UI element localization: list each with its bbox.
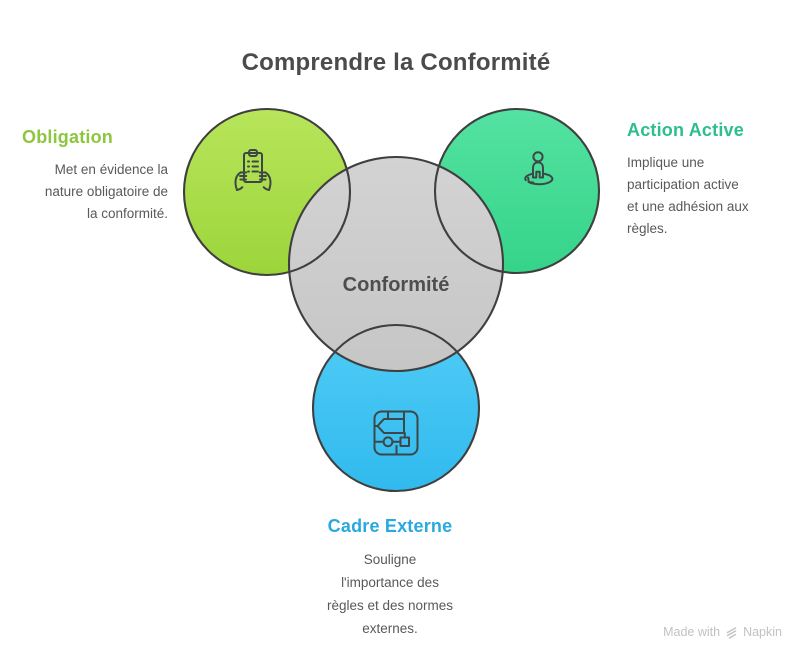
watermark-prefix: Made with [663, 625, 721, 639]
circle-conformite-center [289, 157, 503, 371]
napkin-logo-icon [726, 627, 737, 639]
cadre-externe-description: Souligne l'importance des règles et des … [326, 552, 454, 636]
cadre-externe-heading: Cadre Externe [327, 516, 453, 536]
circle-cadre-externe [313, 325, 479, 491]
action-active-description: Implique une participation active et une… [627, 155, 749, 236]
section-obligation: Obligation Met en évidence la nature obl… [22, 127, 168, 225]
action-active-heading: Action Active [627, 120, 744, 140]
page-title: Comprendre la Conformité [241, 49, 551, 76]
section-action-active: Action Active Implique une participation… [627, 120, 779, 240]
obligation-heading: Obligation [22, 127, 113, 147]
chip-plan-icon [373, 410, 419, 456]
circle-outlines [182, 107, 601, 493]
person-rotation-icon [524, 151, 554, 186]
watermark-brand: Napkin [743, 625, 782, 639]
obligation-description: Met en évidence la nature obligatoire de… [44, 162, 168, 221]
made-with-napkin-watermark: Made with Napkin [663, 625, 782, 639]
clipboard-hands-icon [234, 149, 272, 191]
section-cadre-externe: Cadre Externe Souligne l'importance des … [302, 516, 478, 640]
center-circle-label: Conformité [342, 274, 450, 296]
